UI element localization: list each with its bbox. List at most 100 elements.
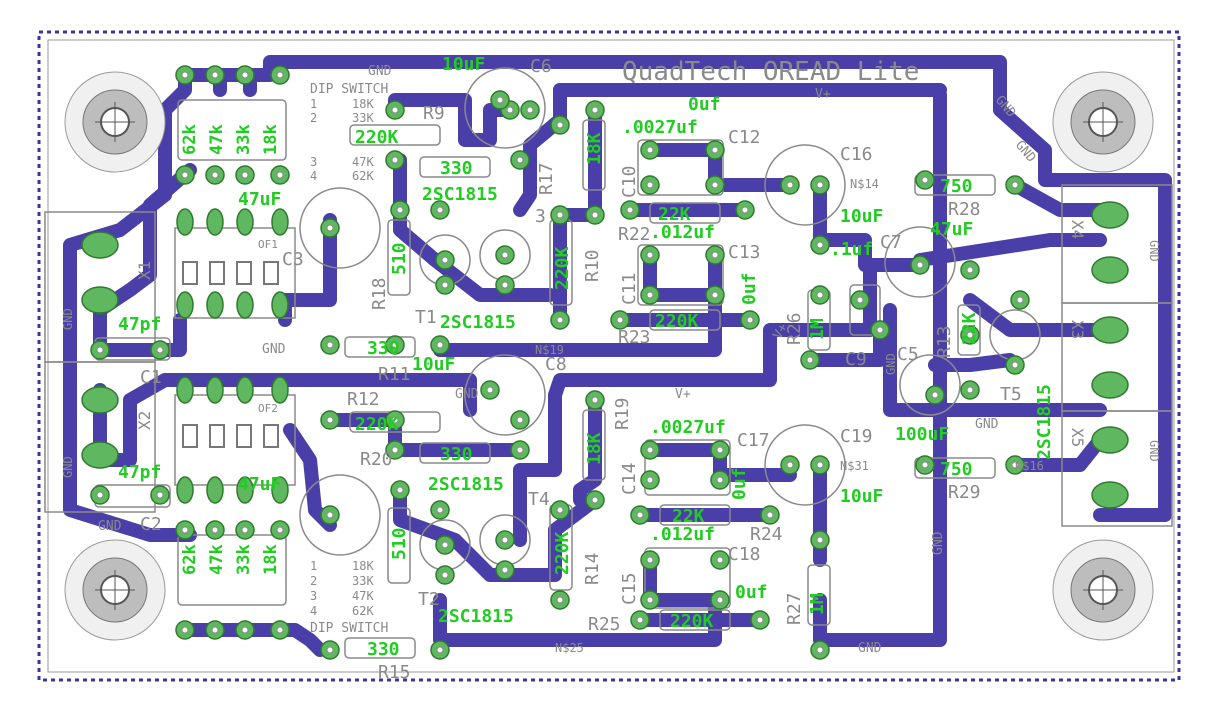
dip-bottom-row4-num: 4	[310, 604, 317, 618]
designator-c13: C13	[728, 242, 761, 263]
value-22k-r13: 22K	[959, 312, 980, 345]
value-0uf-top: 0uf	[688, 94, 721, 115]
designator-r10: R10	[582, 249, 603, 282]
pad-hole	[486, 386, 494, 394]
resistor-330c-body	[419, 442, 491, 464]
value-c6: 10uF	[442, 54, 485, 75]
pad-hole	[741, 206, 749, 214]
pad-hole	[966, 331, 974, 339]
label-layer: QuadTech OREAD Lite GND V+ GND GND N$14 …	[61, 54, 1161, 683]
connector-pad	[1091, 371, 1129, 399]
value-18k-top: 18k	[261, 124, 281, 155]
pad-hole	[966, 266, 974, 274]
pad-hole	[516, 156, 524, 164]
pad-hole	[816, 241, 824, 249]
pad-hole	[646, 556, 654, 564]
pad-hole	[856, 296, 864, 304]
designator-r23: R23	[618, 327, 651, 348]
resistor-r11-body	[344, 336, 416, 358]
value-18k-r17: 18K	[584, 132, 605, 165]
pad-hole	[876, 326, 884, 334]
pad-hole	[526, 106, 534, 114]
pad-hole	[391, 446, 399, 454]
dip-pad	[271, 291, 289, 319]
net-label-n16: N$16	[1015, 459, 1044, 473]
pad-hole	[786, 461, 794, 469]
pad-hole	[711, 251, 719, 259]
dip-top-row2-num: 2	[310, 111, 317, 125]
designator-r20: R20	[360, 449, 393, 470]
net-label-n25: N$25	[555, 641, 584, 655]
mounting-hole-bottom-left	[64, 539, 166, 641]
pad-hole	[711, 181, 719, 189]
pad-hole	[496, 96, 504, 104]
pad-hole	[391, 156, 399, 164]
value-220k-r10: 220K	[552, 246, 573, 290]
board-outline	[47, 39, 1175, 673]
pad-hole	[636, 616, 644, 624]
connector-x5-outline	[1061, 410, 1173, 527]
pad-hole	[211, 526, 219, 534]
pad-hole	[436, 206, 444, 214]
pad-hole	[211, 71, 219, 79]
trace-layer	[63, 55, 1172, 657]
pad-hole	[591, 496, 599, 504]
value-220k-r25: 220K	[670, 611, 714, 632]
value-18k-r19: 18K	[584, 432, 605, 465]
designator-x4: X4	[1068, 220, 1087, 239]
designator-c18: C18	[728, 544, 761, 565]
pad-hole	[156, 491, 164, 499]
net-label-n31: N$31	[840, 459, 869, 473]
cap-c6-outline	[464, 67, 546, 149]
net-label-gnd-x5: GND	[1147, 440, 1161, 462]
designator-t3: 3	[535, 206, 546, 227]
designator-t1: T1	[415, 307, 437, 328]
designator-c9: C9	[845, 349, 867, 370]
pad-hole	[1011, 361, 1019, 369]
connector-pad	[1091, 256, 1129, 284]
pad-hole	[211, 171, 219, 179]
net-label-gnd-c5: GND	[884, 353, 898, 375]
value-2sc1815-b: 2SC1815	[428, 474, 504, 495]
designator-t2: T2	[418, 589, 440, 610]
pad-hole	[966, 386, 974, 394]
dip-switch-top-outline	[174, 227, 296, 319]
connector-pad	[81, 286, 119, 314]
dip-bottom-row3-num: 3	[310, 589, 317, 603]
net-label-gnd-mid: GND	[262, 342, 286, 357]
value-18k-bottom: 18k	[261, 544, 281, 575]
designator-x5: X5	[1068, 428, 1087, 447]
designator-c2: C2	[140, 514, 162, 535]
pad-hole	[556, 211, 564, 219]
cap-c10-group	[637, 139, 724, 196]
pad-hole	[516, 416, 524, 424]
resistor-r27-body	[807, 564, 831, 626]
cap-c9-group	[849, 284, 881, 336]
pad-hole	[241, 171, 249, 179]
pad-hole	[181, 71, 189, 79]
designator-r26: R26	[784, 312, 805, 345]
pad-hole	[326, 511, 334, 519]
pad-hole	[646, 596, 654, 604]
value-33k-top: 33k	[234, 124, 254, 155]
value-33k-bottom: 33k	[234, 544, 254, 575]
value-47uf-c3: 47uF	[238, 189, 281, 210]
dip-pad	[236, 476, 254, 504]
pad-hole	[916, 261, 924, 269]
designator-r17: R17	[536, 162, 557, 195]
resistor-r20-body	[387, 507, 411, 584]
pad-hole	[591, 396, 599, 404]
value-1m-r26: 1M	[807, 318, 828, 340]
pad-hole	[806, 356, 814, 364]
value-22k-r24: 22K	[672, 506, 705, 527]
value-47k-bottom: 47k	[207, 544, 227, 575]
value-330-c: 330	[440, 444, 473, 465]
pad-hole	[241, 526, 249, 534]
pad-hole	[441, 281, 449, 289]
resistor-r28-body	[914, 174, 996, 196]
pad-hole	[646, 476, 654, 484]
value-22k-r22: 22K	[658, 204, 691, 225]
resistor-dip-bottom-body	[177, 534, 287, 606]
designator-t5: T5	[1000, 384, 1022, 405]
